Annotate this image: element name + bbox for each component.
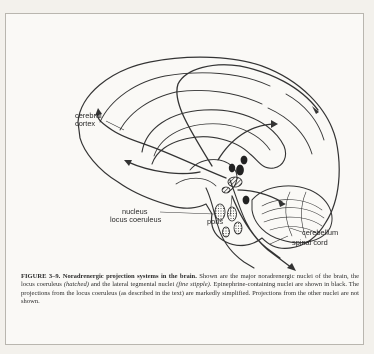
label-nucleus-line2: locus coeruleus: [110, 216, 161, 224]
projection-to-cortex: [98, 112, 226, 178]
label-cerebral-cortex-line2: cortex: [75, 120, 102, 128]
caption-stipple: (fine stipple).: [176, 281, 211, 288]
label-pons: pons: [207, 218, 223, 226]
caption-hatched: (hatched): [64, 281, 89, 288]
epinephrine-nucleus: [237, 165, 244, 175]
caption-title: Noradrenergic projection systems in the …: [63, 273, 197, 280]
label-cerebellum: cerebellum: [302, 229, 338, 237]
caption-mid: and the lateral tegmental nuclei: [91, 281, 174, 288]
label-nucleus-locus-coeruleus: nucleus locus coeruleus: [110, 208, 161, 224]
figure-caption: FIGURE 3–9. Noradrenergic projection sys…: [21, 273, 359, 307]
label-cerebral-cortex: cerebral cortex: [75, 112, 102, 128]
caption-figure-number: FIGURE 3–9.: [21, 273, 60, 280]
locus-coeruleus-nucleus: [228, 177, 242, 187]
label-spinal-cord: spinal cord: [292, 239, 328, 247]
